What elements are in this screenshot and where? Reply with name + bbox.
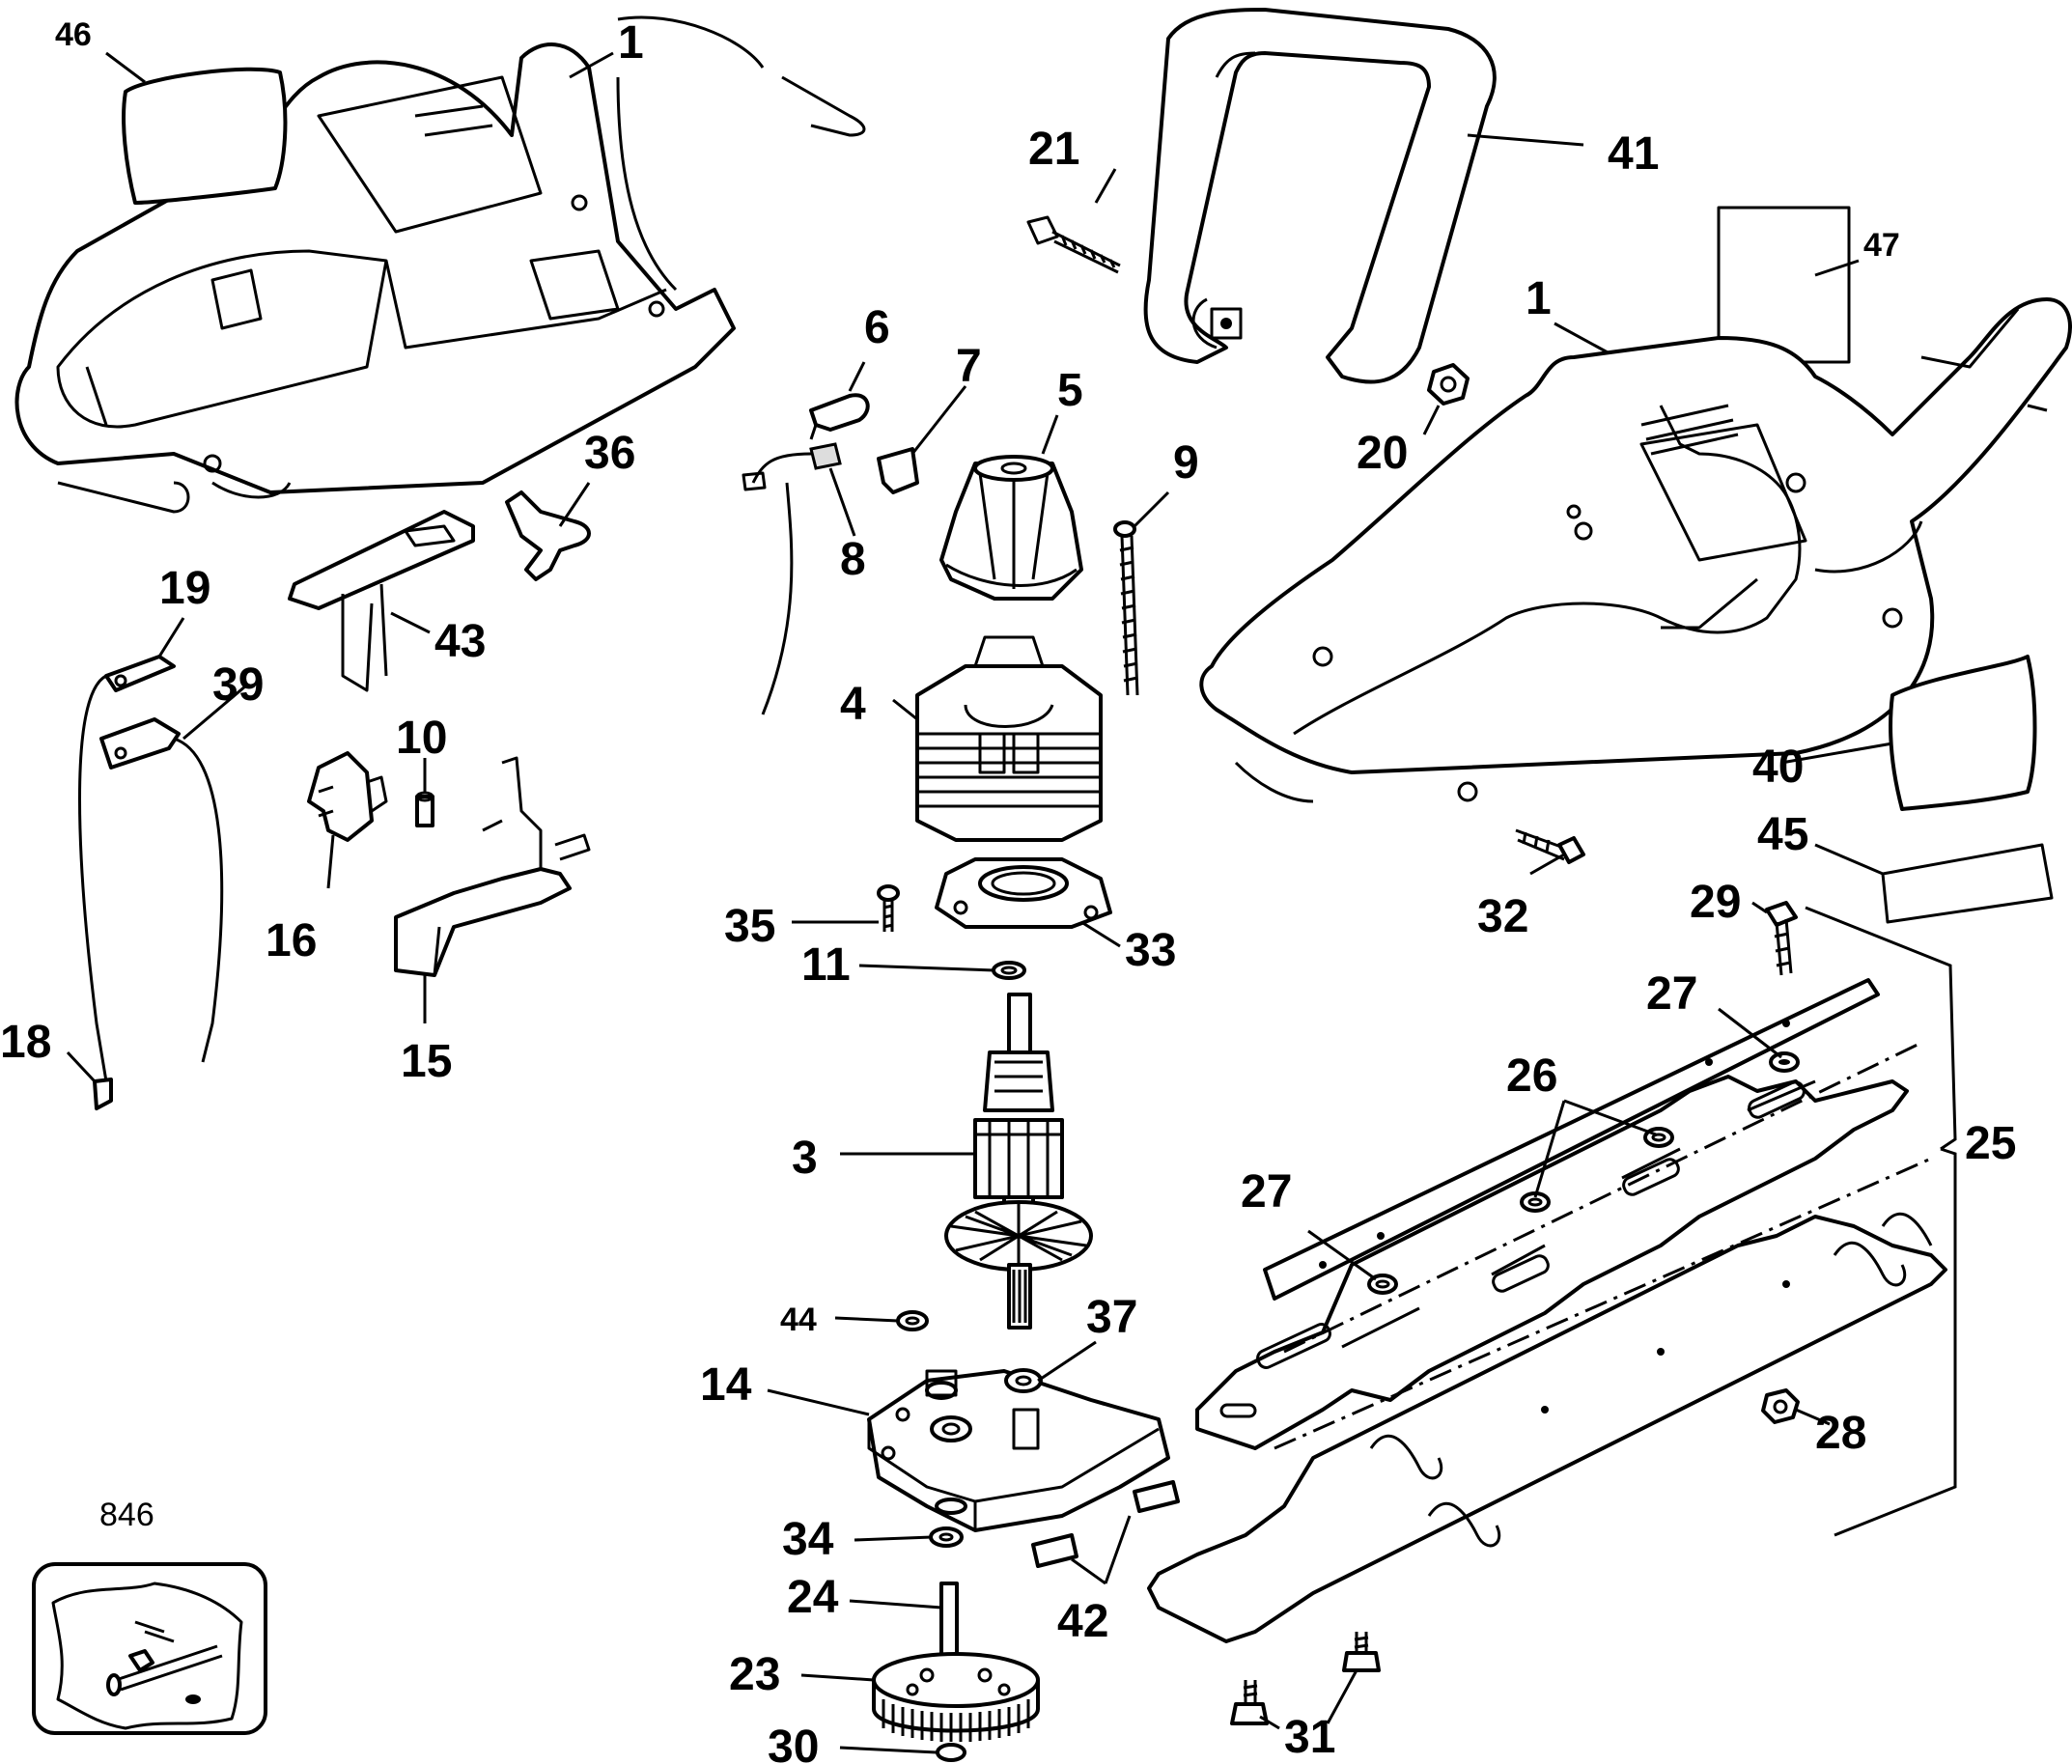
terminal-19 [78, 655, 176, 1082]
screw-35 [877, 884, 900, 932]
right-housing-half [1199, 297, 2072, 803]
washer-30 [936, 1743, 966, 1762]
brush-holder-7 [877, 447, 919, 494]
label-strip-45 [1881, 843, 2054, 924]
armature-3 [944, 993, 1093, 1330]
bolt-29 [1765, 901, 1798, 976]
label-3: 3 [792, 1133, 818, 1184]
bearing-bracket-33 [935, 857, 1112, 929]
long-screw-9 [1113, 520, 1139, 696]
nut-28 [1761, 1388, 1800, 1424]
label-5: 5 [1057, 365, 1083, 416]
label-34: 34 [782, 1514, 834, 1565]
washer-44 [896, 1310, 929, 1331]
label-23: 23 [729, 1649, 780, 1700]
label-18: 18 [0, 1017, 51, 1068]
label-41: 41 [1608, 128, 1659, 180]
end-bearing-housing-5 [939, 455, 1083, 601]
field-coil-stator-4 [915, 635, 1103, 842]
brush-spring-6 [809, 393, 870, 440]
label-42: 42 [1057, 1596, 1108, 1647]
screws-31 [1230, 1632, 1381, 1725]
leader-lines [66, 51, 1893, 1754]
washer-34 [929, 1526, 964, 1548]
label-11: 11 [801, 939, 851, 991]
label-31: 31 [1284, 1712, 1335, 1763]
label-21: 21 [1028, 124, 1079, 175]
label-8: 8 [840, 534, 866, 585]
label-7: 7 [956, 341, 982, 392]
label-27-bottom: 27 [1241, 1166, 1292, 1218]
label-28: 28 [1815, 1408, 1866, 1459]
label-43: 43 [434, 616, 486, 667]
label-846: 846 [99, 1497, 154, 1533]
left-housing-half [14, 15, 866, 514]
screw-32 [1515, 828, 1585, 864]
label-14: 14 [700, 1359, 752, 1411]
blade-assembly-25 [1147, 906, 1957, 1643]
label-plate-46 [122, 67, 288, 205]
label-40: 40 [1752, 742, 1804, 793]
label-46: 46 [55, 16, 92, 53]
label-44: 44 [780, 1302, 817, 1338]
label-33: 33 [1125, 925, 1176, 976]
label-26: 26 [1506, 1050, 1557, 1102]
front-handle [1143, 8, 1497, 384]
brush-8 [742, 442, 842, 715]
wire-terminal-18 [93, 1078, 113, 1110]
switch-actuator-43 [288, 510, 475, 692]
label-10: 10 [396, 713, 447, 764]
gear-case-14 [867, 1368, 1170, 1532]
label-20: 20 [1357, 428, 1408, 479]
label-4: 4 [840, 679, 866, 730]
label-15: 15 [401, 1036, 452, 1087]
label-24: 24 [787, 1572, 839, 1623]
spacer-27a [1367, 1274, 1398, 1295]
label-39: 39 [212, 659, 264, 711]
label-35: 35 [724, 901, 775, 952]
felt-pads-42 [1031, 1480, 1180, 1568]
label-plate-40 [1889, 655, 2037, 811]
hardware-kit-846 [32, 1562, 267, 1735]
label-45: 45 [1757, 809, 1808, 860]
label-30: 30 [768, 1722, 819, 1764]
part-labels: 46 1 21 41 47 1 6 7 5 9 20 36 8 19 43 39… [0, 16, 2016, 1764]
label-16: 16 [266, 915, 317, 966]
lock-off-lever-36 [505, 490, 591, 581]
spacer-27b [1769, 1051, 1800, 1073]
pin-10 [415, 791, 434, 827]
label-29: 29 [1690, 877, 1741, 928]
trigger-switch-15 [394, 756, 591, 977]
nut-20 [1427, 363, 1470, 406]
label-25: 25 [1965, 1118, 2016, 1169]
label-9: 9 [1173, 437, 1199, 489]
terminal-39 [99, 717, 224, 1063]
washer-11 [992, 961, 1026, 980]
switch-16 [307, 751, 388, 842]
label-1-right: 1 [1526, 273, 1552, 324]
label-32: 32 [1477, 891, 1528, 942]
label-36: 36 [584, 428, 635, 479]
label-6: 6 [864, 302, 890, 353]
label-19: 19 [159, 563, 210, 614]
gear-23 [872, 1582, 1040, 1742]
screw-21 [1026, 215, 1121, 274]
label-1-left: 1 [618, 17, 644, 69]
label-37: 37 [1086, 1292, 1137, 1343]
label-47: 47 [1863, 227, 1900, 264]
label-27-top: 27 [1646, 968, 1697, 1020]
